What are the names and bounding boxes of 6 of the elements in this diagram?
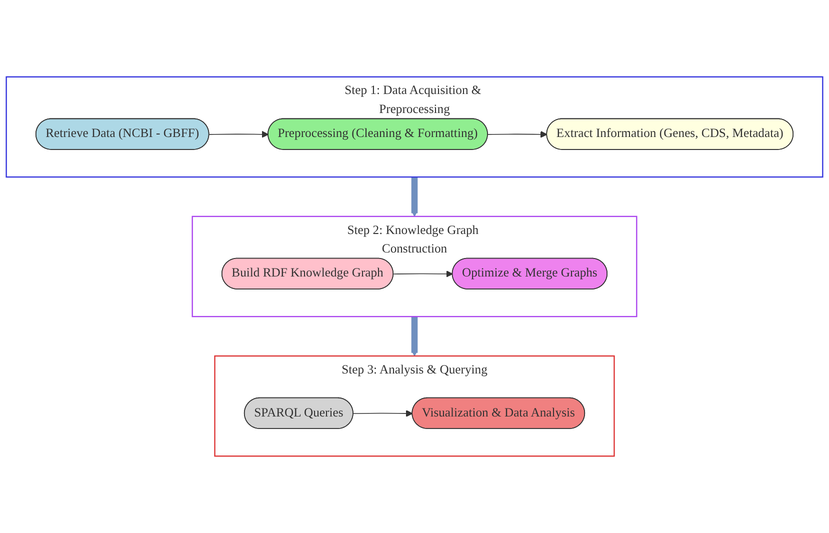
arrow: [393, 270, 453, 278]
arrow: [352, 410, 413, 417]
arrow: [411, 316, 418, 356]
arrow: [208, 130, 269, 138]
arrow: [411, 177, 418, 217]
arrow: [488, 130, 548, 138]
